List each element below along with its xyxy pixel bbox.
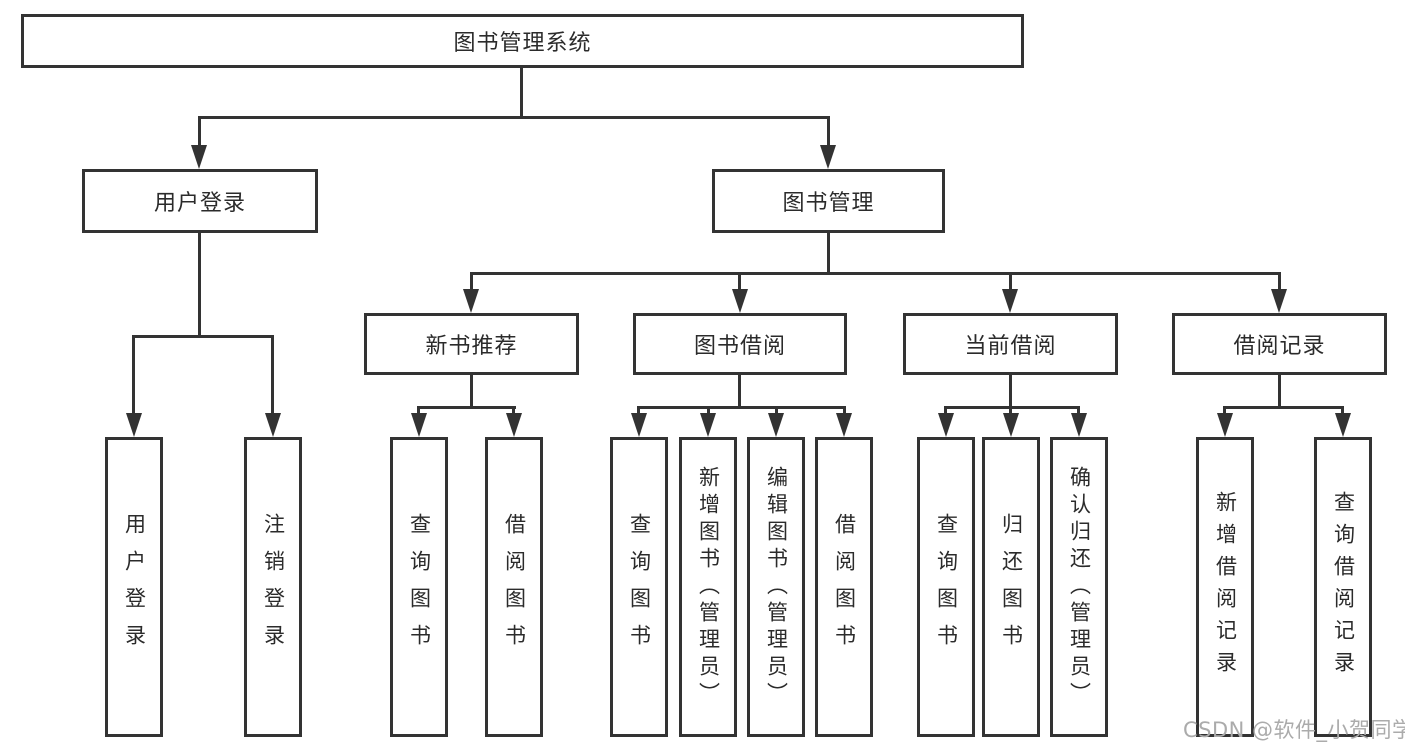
leaf-rec-borrow-book: 借阅图书: [485, 437, 543, 737]
arrow-down: [506, 413, 522, 437]
leaf-logout-label: 注销登录: [261, 513, 286, 661]
connector-line: [638, 406, 845, 409]
node-current-borrowing: 当前借阅: [903, 313, 1118, 375]
connector-line: [637, 406, 640, 418]
leaf-user-login: 用户登录: [105, 437, 163, 737]
leaf-br-add-record: 新增借阅记录: [1196, 437, 1254, 737]
connector-line: [198, 116, 830, 119]
leaf-bb-edit-book: 编辑图书（管理员）: [747, 437, 805, 737]
connector-line: [1341, 406, 1344, 418]
connector-line: [1009, 406, 1012, 418]
leaf-user-login-label: 用户登录: [122, 513, 147, 661]
leaf-br-query-record: 查询借阅记录: [1314, 437, 1372, 737]
connector-line: [1278, 272, 1281, 294]
leaf-bb-borrow-book-label: 借阅图书: [832, 513, 857, 661]
arrow-down: [126, 413, 142, 437]
leaf-cb-return-book-label: 归还图书: [999, 513, 1024, 661]
node-new-book-recommend: 新书推荐: [364, 313, 579, 375]
connector-line: [470, 272, 473, 294]
leaf-bb-edit-book-label: 编辑图书（管理员）: [764, 465, 789, 709]
leaf-cb-query-book-label: 查询图书: [934, 513, 959, 661]
arrow-down: [265, 413, 281, 437]
connector-line: [1223, 406, 1226, 418]
connector-line: [198, 116, 201, 150]
arrow-down: [1335, 413, 1351, 437]
connector-line: [707, 406, 710, 418]
connector-line: [945, 406, 1080, 409]
leaf-cb-confirm-return: 确认归还（管理员）: [1050, 437, 1108, 737]
connector-line: [470, 374, 473, 408]
arrow-down: [700, 413, 716, 437]
node-book-management-label: 图书管理: [782, 191, 875, 216]
connector-line: [1224, 406, 1344, 409]
node-current-borrowing-label: 当前借阅: [964, 334, 1057, 359]
arrow-down: [631, 413, 647, 437]
leaf-bb-add-book-label: 新增图书（管理员）: [696, 465, 721, 709]
leaf-cb-confirm-return-label: 确认归还（管理员）: [1067, 465, 1092, 709]
leaf-bb-query-book: 查询图书: [610, 437, 668, 737]
connector-line: [738, 272, 741, 294]
connector-line: [775, 406, 778, 418]
watermark: CSDN @软件_小贺同学: [1183, 718, 1405, 742]
arrow-down: [1271, 289, 1287, 313]
node-root-label: 图书管理系统: [453, 31, 592, 56]
node-book-management: 图书管理: [712, 169, 945, 233]
connector-line: [1278, 374, 1281, 408]
arrow-down: [463, 289, 479, 313]
connector-line: [470, 272, 1280, 275]
arrow-down: [411, 413, 427, 437]
arrow-down: [820, 145, 836, 169]
leaf-rec-query-book-label: 查询图书: [407, 513, 432, 661]
connector-line: [418, 406, 516, 409]
leaf-bb-borrow-book: 借阅图书: [815, 437, 873, 737]
arrow-down: [836, 413, 852, 437]
leaf-rec-query-book: 查询图书: [390, 437, 448, 737]
leaf-logout: 注销登录: [244, 437, 302, 737]
leaf-bb-query-book-label: 查询图书: [627, 513, 652, 661]
node-new-book-recommend-label: 新书推荐: [425, 334, 518, 359]
leaf-cb-query-book: 查询图书: [917, 437, 975, 737]
connector-line: [132, 335, 274, 338]
leaf-br-add-record-label: 新增借阅记录: [1213, 491, 1238, 683]
connector-line: [271, 335, 274, 417]
node-book-borrowing: 图书借阅: [633, 313, 847, 375]
connector-line: [827, 232, 830, 274]
connector-line: [1009, 272, 1012, 294]
node-borrowing-records-label: 借阅记录: [1233, 334, 1326, 359]
arrow-down: [732, 289, 748, 313]
connector-line: [827, 116, 830, 150]
leaf-br-query-record-label: 查询借阅记录: [1331, 491, 1356, 683]
connector-line: [132, 335, 135, 417]
node-user-login: 用户登录: [82, 169, 318, 233]
connector-line: [417, 406, 420, 418]
connector-line: [198, 232, 201, 338]
arrow-down: [1003, 413, 1019, 437]
arrow-down: [1217, 413, 1233, 437]
arrow-down: [1002, 289, 1018, 313]
leaf-cb-return-book: 归还图书: [982, 437, 1040, 737]
arrow-down: [191, 145, 207, 169]
arrow-down: [1071, 413, 1087, 437]
connector-line: [843, 406, 846, 418]
connector-line: [1077, 406, 1080, 418]
node-user-login-label: 用户登录: [153, 191, 246, 216]
leaf-rec-borrow-book-label: 借阅图书: [502, 513, 527, 661]
arrow-down: [768, 413, 784, 437]
connector-line: [512, 406, 515, 418]
connector-line: [944, 406, 947, 418]
node-borrowing-records: 借阅记录: [1172, 313, 1387, 375]
arrow-down: [938, 413, 954, 437]
connector-line: [738, 374, 741, 408]
node-root: 图书管理系统: [21, 14, 1024, 68]
leaf-bb-add-book: 新增图书（管理员）: [679, 437, 737, 737]
connector-line: [520, 67, 523, 118]
connector-line: [1009, 374, 1012, 408]
node-book-borrowing-label: 图书借阅: [693, 334, 786, 359]
